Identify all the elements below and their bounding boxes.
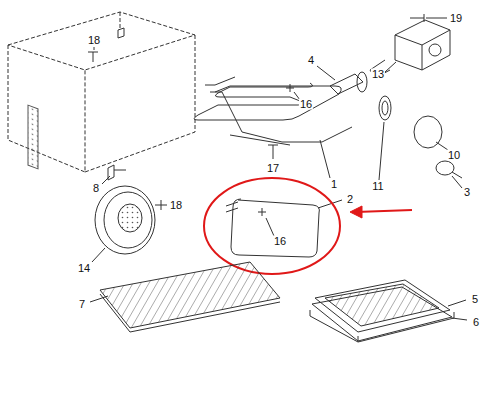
- callout-number: 10: [447, 150, 461, 161]
- callout-number: 5: [471, 294, 479, 305]
- oven-cavity: [8, 12, 195, 172]
- callout-number: 2: [346, 194, 354, 205]
- callout-number: 7: [78, 299, 86, 310]
- callout-number: 14: [77, 263, 91, 274]
- callout-number: 1: [330, 179, 338, 190]
- callout-number: 11: [371, 181, 384, 192]
- callout-number: 3: [463, 187, 471, 198]
- callout-number: 17: [266, 163, 280, 174]
- callout-number: 18: [87, 35, 101, 46]
- callout-number: 13: [371, 69, 385, 80]
- callout-number: 16: [299, 99, 313, 110]
- callout-number: 4: [307, 55, 315, 66]
- callout-number: 19: [449, 13, 463, 24]
- callout-number: 6: [472, 317, 480, 328]
- callout-number: 18: [169, 200, 183, 211]
- callout-number: 8: [92, 183, 100, 194]
- callout-number: 16: [273, 236, 287, 247]
